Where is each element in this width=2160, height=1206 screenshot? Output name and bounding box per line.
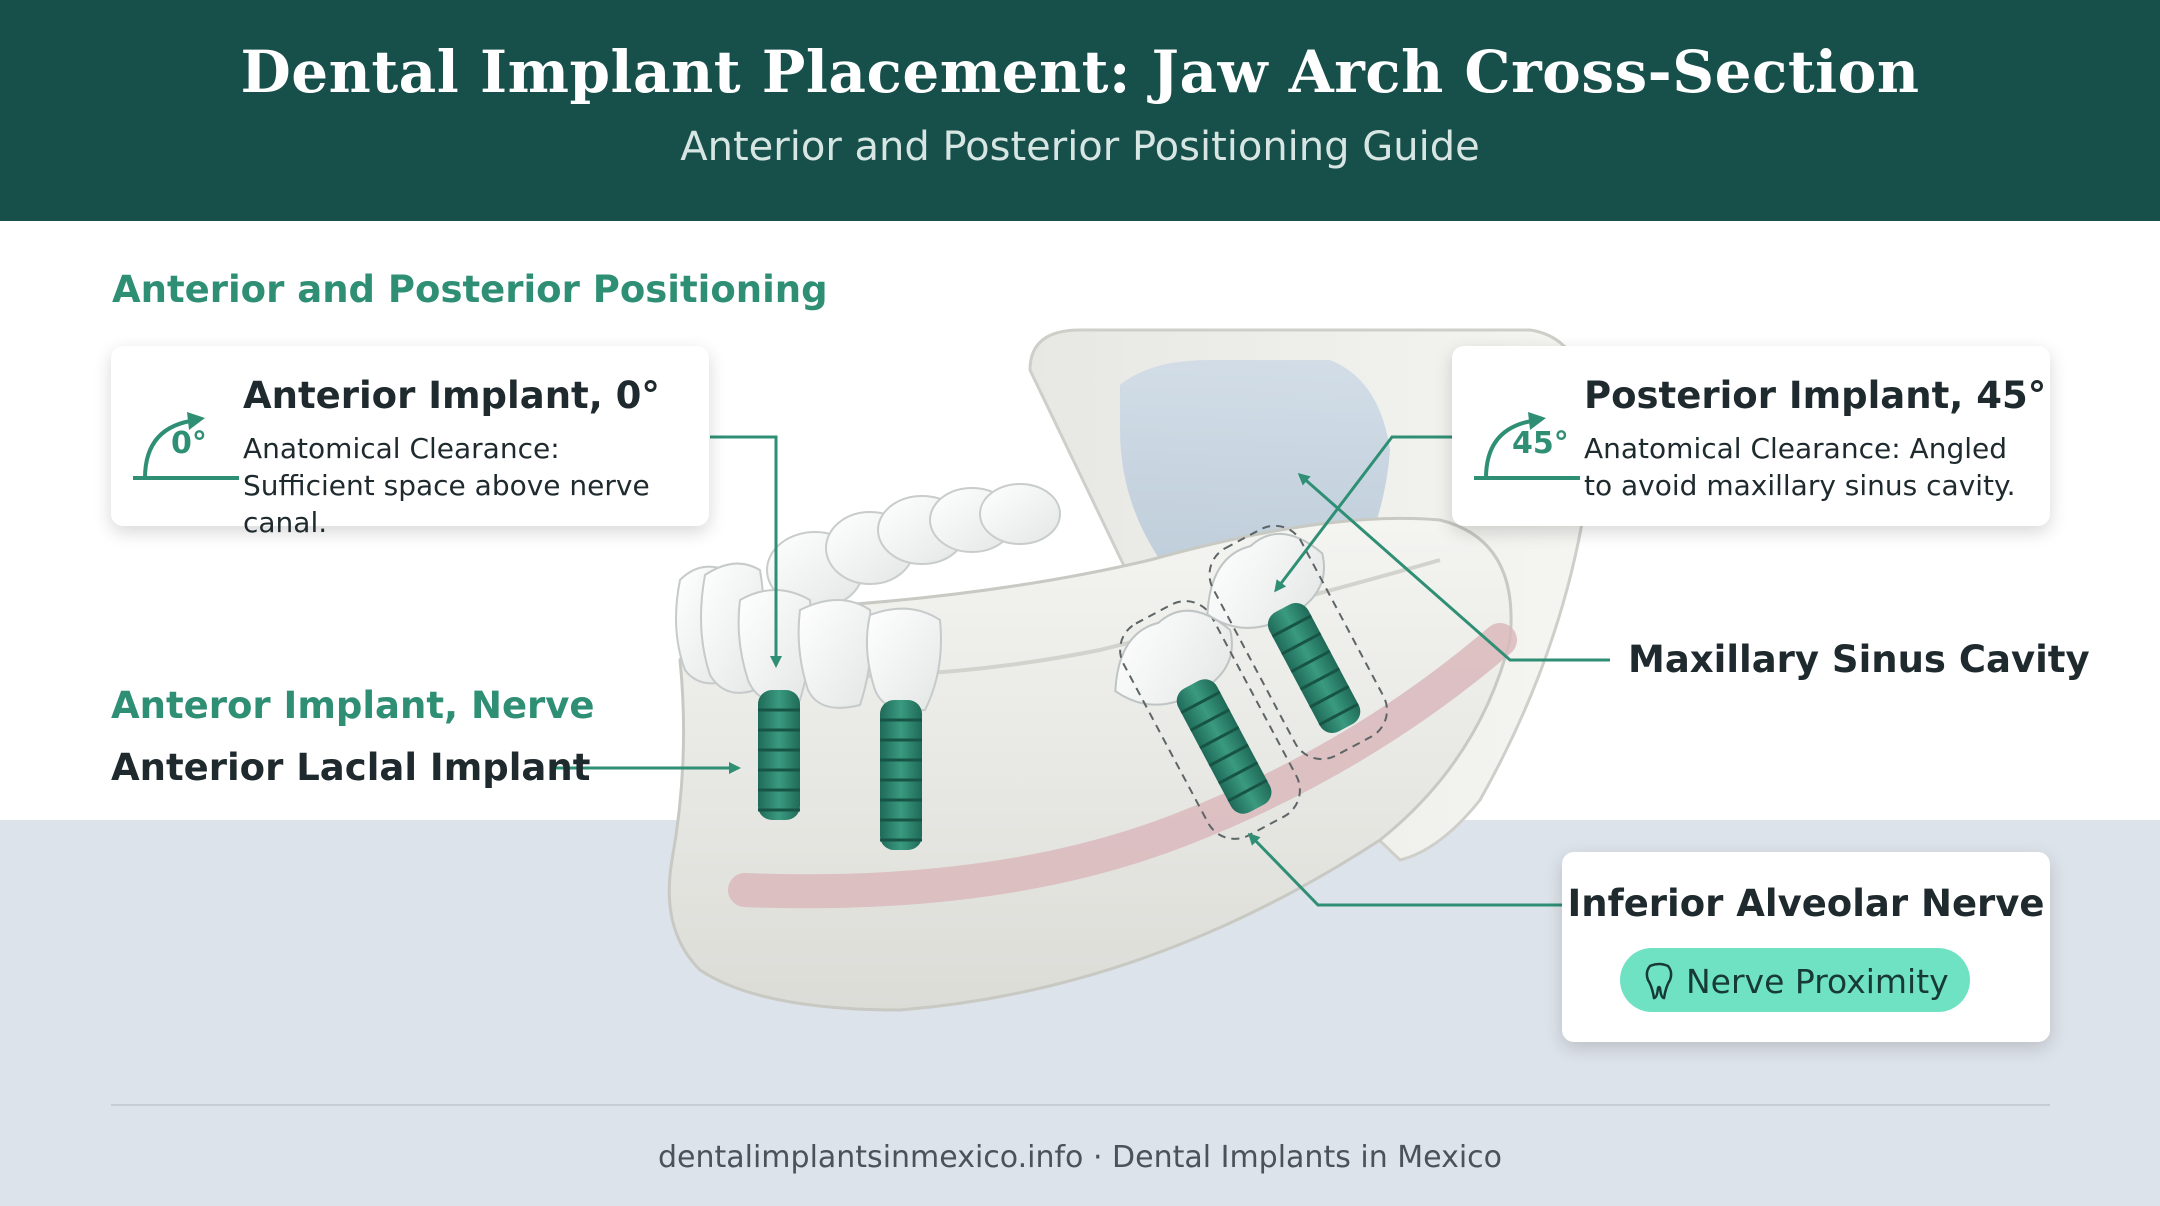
nerve-proximity-label: Nerve Proximity: [1686, 962, 1949, 1001]
page-subtitle: Anterior and Posterior Positioning Guide: [680, 124, 1480, 170]
angle-icon: [1474, 412, 1580, 480]
anterior-card-title: Anterior Implant, 0°: [243, 374, 660, 417]
leader-posterior-card: [1274, 435, 1452, 593]
nerve-proximity-badge: Nerve Proximity: [1620, 948, 1970, 1012]
label-maxillary-sinus: Maxillary Sinus Cavity: [1628, 638, 2090, 681]
label-anterior-labial-implant: Anterior Laclal Implant: [111, 746, 591, 789]
posterior-card-body: Anatomical Clearance: Angled to avoid ma…: [1584, 432, 2016, 502]
posterior-implant-2: [1206, 524, 1388, 761]
leader-anterior-card: [710, 435, 782, 668]
posterior-implant-1: [1114, 600, 1301, 840]
page-title: Dental Implant Placement: Jaw Arch Cross…: [240, 38, 1920, 106]
label-anterior-nerve: Anteror Implant, Nerve: [111, 684, 595, 727]
upper-teeth-row: [766, 483, 1061, 609]
anterior-card-body: Anatomical Clearance: Sufficient space a…: [243, 432, 650, 539]
tooth-icon: [1645, 962, 1673, 1000]
footer-divider: [111, 1104, 2050, 1106]
inferior-alveolar-nerve-band: [728, 623, 1517, 909]
posterior-card-title: Posterior Implant, 45°: [1584, 374, 2047, 417]
inferior-alveolar-nerve-card: Inferior Alveolar Nerve Nerve Proximity: [1562, 852, 2050, 1042]
footer-credit: dentalimplantsinmexico.info · Dental Imp…: [657, 1140, 1503, 1175]
anterior-angle-value: 0°: [171, 426, 207, 461]
posterior-implant-card: 45° Posterior Implant, 45° Anatomical Cl…: [1452, 346, 2050, 526]
posterior-angle-value: 45°: [1512, 426, 1569, 461]
section-heading: Anterior and Posterior Positioning: [112, 268, 828, 311]
nerve-card-title: Inferior Alveolar Nerve: [1567, 882, 2045, 925]
header: Dental Implant Placement: Jaw Arch Cross…: [0, 0, 2160, 221]
anterior-implant-1: [758, 690, 800, 820]
leader-inferior-nerve: [1247, 832, 1562, 907]
angle-icon: [133, 412, 239, 480]
anterior-implant-2: [880, 700, 922, 850]
leader-maxillary-sinus: [1297, 473, 1610, 662]
anterior-implant-card: 0° Anterior Implant, 0° Anatomical Clear…: [111, 346, 709, 539]
